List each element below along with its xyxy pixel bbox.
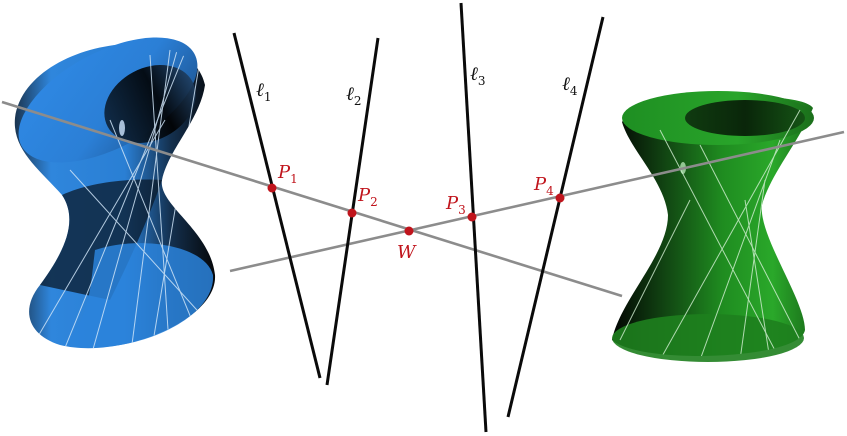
transversal-lower <box>229 130 845 273</box>
label-l4: ℓ4 <box>562 73 578 98</box>
green-hyperboloid-body <box>612 96 813 357</box>
blue-hyperboloid-lower-face <box>62 243 214 348</box>
green-hyperboloid-top-inner <box>685 100 805 136</box>
transversals <box>1 100 845 298</box>
label-p4: P4 <box>533 174 554 198</box>
label-l1: ℓ1 <box>256 79 272 104</box>
blue-hyperboloid-throat-shadow <box>40 179 162 300</box>
point-p1-marker <box>267 183 277 193</box>
label-p3: P3 <box>445 193 466 217</box>
line-labels: ℓ1 ℓ2 ℓ3 ℓ4 <box>256 63 578 108</box>
green-hyperboloid-rulings <box>619 109 801 357</box>
label-l3: ℓ3 <box>470 63 486 88</box>
line-l1 <box>232 32 322 379</box>
point-p4-marker <box>555 193 565 203</box>
label-l2: ℓ2 <box>346 83 362 108</box>
green-hyperboloid <box>612 91 814 362</box>
label-w: W <box>397 242 417 263</box>
point-w-marker <box>404 226 414 236</box>
point-p2-marker <box>347 208 357 218</box>
transversal-upper <box>1 100 623 298</box>
blue-hyperboloid-highlight <box>119 120 125 136</box>
blue-hyperboloid-top-inner <box>104 65 196 143</box>
point-labels: P1 P2 P3 P4 W <box>277 162 554 263</box>
label-p1: P1 <box>277 162 298 186</box>
blue-hyperboloid-rulings <box>29 43 216 349</box>
label-p2: P2 <box>357 185 378 209</box>
intersection-points <box>267 183 565 236</box>
line-l4 <box>506 16 605 418</box>
blue-hyperboloid <box>14 37 216 349</box>
point-p3-marker <box>467 212 477 222</box>
black-lines <box>232 2 605 433</box>
